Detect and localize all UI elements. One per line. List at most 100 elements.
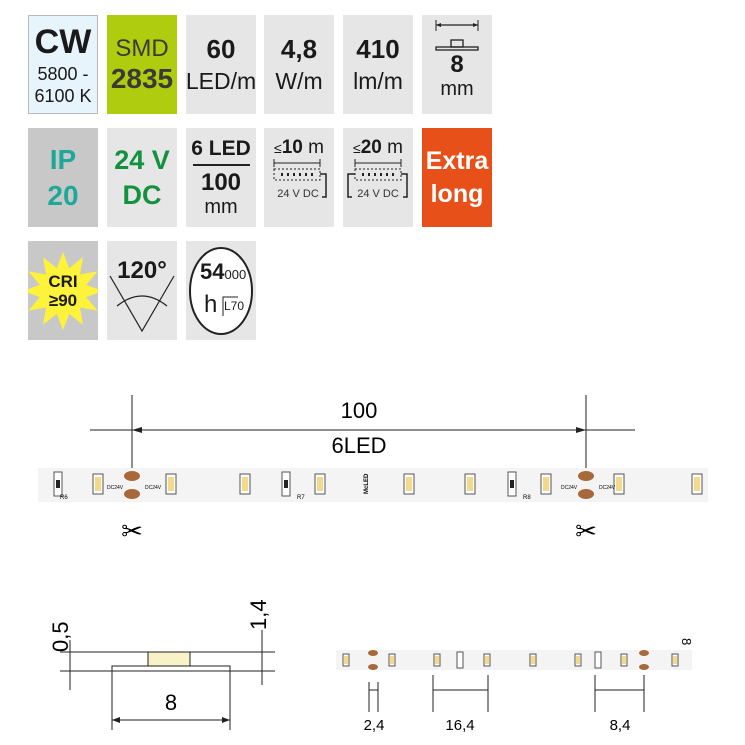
ip-value: 20 — [47, 179, 79, 211]
led-chip — [485, 656, 489, 664]
solder-pad — [368, 650, 378, 656]
le-sign: ≤ — [353, 140, 361, 156]
chip-model: 2835 — [110, 62, 174, 94]
flux-unit: lm/m — [353, 68, 403, 94]
led-chip — [95, 477, 101, 491]
led-chip — [531, 656, 535, 664]
cct-range-2: 6100 K — [34, 85, 92, 106]
resistor-body — [56, 480, 60, 488]
pad-label: DC24V — [561, 485, 578, 491]
resistor-label: R8 — [523, 495, 531, 501]
cut-divider — [192, 164, 250, 166]
cri-label: CRI — [48, 271, 78, 291]
resistor — [594, 651, 602, 669]
led-chip — [435, 656, 439, 664]
cut-length: 100 — [200, 169, 242, 196]
solder-pad — [578, 471, 594, 481]
resistor-body — [510, 480, 514, 488]
run-length: 20 — [360, 137, 382, 158]
led-chip — [543, 477, 549, 491]
cri-value: ≥90 — [48, 290, 78, 310]
strip-top-view: 100 6LED R6 R7 R8 DC24V DC24V DC24V DC24… — [38, 395, 708, 546]
dim-label: 2,4 — [364, 717, 385, 734]
run-length: 10 — [281, 137, 303, 158]
tile-cut-interval: 6 LED 100 mm — [186, 128, 256, 227]
led-count-label: 6LED — [331, 433, 386, 458]
voltage-type: DC — [122, 179, 162, 210]
width-value: 8 — [450, 51, 464, 78]
tile-led-density: 60 LED/m — [186, 15, 256, 114]
resistor-label: R7 — [297, 495, 305, 501]
resistor-body — [284, 480, 288, 488]
flux-value: 410 — [356, 34, 400, 64]
angle-value: 120° — [117, 257, 167, 284]
brand-label: McLED — [364, 473, 370, 494]
color-code: CW — [34, 22, 92, 61]
scissors-icon: ✂ — [575, 516, 597, 546]
dim-label: 8,4 — [610, 717, 631, 734]
resistor — [456, 651, 464, 669]
tile-power: 4,8 W/m — [264, 15, 334, 114]
lifetime-value: 54 — [200, 259, 225, 284]
led-chip — [406, 477, 412, 491]
solder-pad — [368, 664, 378, 670]
led-chip — [616, 477, 622, 491]
tile-color-temperature: CW 5800 - 6100 K — [28, 15, 98, 114]
led-chip — [673, 656, 677, 664]
solder-pad — [639, 650, 649, 656]
led-chip — [390, 656, 394, 664]
supply-label: 24 V DC — [357, 188, 399, 200]
strip-width-icon — [435, 20, 479, 51]
resistor-label: R6 — [60, 495, 68, 501]
led-chip — [622, 656, 626, 664]
scissors-icon: ✂ — [121, 516, 143, 546]
pad-label: DC24V — [145, 485, 162, 491]
chip-label: SMD — [115, 34, 169, 62]
led-chip — [317, 477, 323, 491]
lifetime-unit: h — [204, 291, 218, 318]
supply-label: 24 V DC — [277, 188, 319, 200]
led-chip — [242, 477, 248, 491]
lifetime-rating: L70 — [224, 299, 245, 313]
run-unit: m — [308, 137, 324, 158]
run-unit: m — [387, 137, 403, 158]
tile-strip-width: 8 mm — [422, 15, 492, 114]
tile-lifetime: 54000 h L70 — [186, 241, 256, 340]
led-chip — [168, 477, 174, 491]
tile-chip-type: SMD 2835 — [107, 15, 177, 114]
power-unit: W/m — [275, 68, 323, 94]
lifetime-circle-icon — [189, 247, 253, 335]
dim-label: 16,4 — [445, 717, 474, 734]
cct-range-1: 5800 - — [37, 63, 89, 84]
led-chip — [694, 477, 700, 491]
tile-max-run-double-feed: ≤20 m 24 V DC — [343, 128, 413, 227]
led-chip — [467, 477, 473, 491]
single-feed-icon: 24 V DC — [273, 159, 327, 200]
ip-label: IP — [49, 143, 77, 175]
tile-max-run-single-feed: ≤10 m 24 V DC — [264, 128, 334, 227]
solder-pad — [639, 664, 649, 670]
tile-ip-rating: IP 20 — [28, 128, 98, 227]
pcb-height-label: 0,5 — [48, 621, 73, 652]
tile-extra-long: Extra long — [422, 128, 492, 227]
length-label: 100 — [341, 398, 378, 423]
solder-pad — [578, 489, 594, 499]
double-feed-icon: 24 V DC — [347, 159, 408, 200]
led-chip — [576, 656, 580, 664]
width-label: 8 — [165, 690, 177, 715]
pcb-profile — [111, 665, 231, 672]
led-chip — [344, 656, 348, 664]
density-unit: LED/m — [185, 68, 257, 94]
power-value: 4,8 — [280, 34, 318, 64]
pad-label: DC24V — [599, 485, 616, 491]
total-height-label: 1,4 — [246, 599, 271, 630]
tile-voltage: 24 V DC — [107, 128, 177, 227]
solder-pad — [124, 471, 140, 481]
solder-pad — [124, 489, 140, 499]
cross-section-drawing: 0,5 1,4 8 — [48, 599, 275, 730]
density-value: 60 — [206, 34, 236, 64]
beam-angle-icon — [109, 275, 175, 333]
tile-luminous-flux: 410 lm/m — [343, 15, 413, 114]
cut-led-count: 6 LED — [191, 137, 251, 160]
